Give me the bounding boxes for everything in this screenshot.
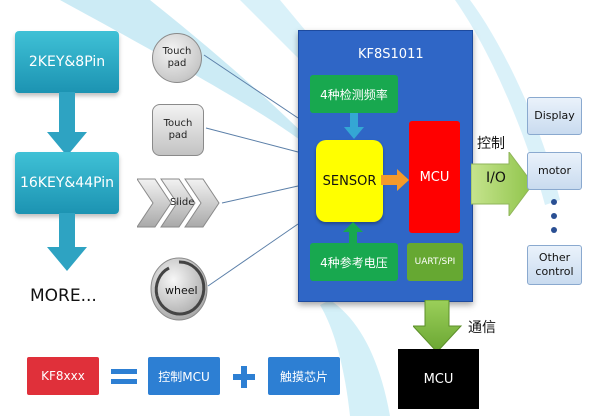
touch-pad-round: Touch pad — [152, 33, 202, 83]
other-control-box: Other control — [527, 245, 582, 285]
touch-pad-square: Touch pad — [152, 104, 204, 156]
box-2key-8pin: 2KEY&8Pin — [15, 31, 119, 93]
more-label: MORE... — [30, 286, 97, 306]
chip-title: KF8S1011 — [358, 47, 424, 62]
sensor-to-mcu-arrow — [381, 169, 409, 191]
other-control-line1: Other — [538, 250, 571, 264]
ellipsis-dot-1 — [551, 199, 557, 205]
mcu-core-box: MCU — [409, 121, 460, 233]
wheel-label: wheel — [165, 284, 198, 297]
control-label: 控制 — [477, 136, 505, 152]
kf8xxx-box: KF8xxx — [27, 357, 99, 395]
sensor-box: SENSOR — [316, 140, 383, 222]
slide-label: Slide — [170, 197, 195, 208]
plus-sign — [233, 366, 255, 388]
reference-voltage-box: 4种参考电压 — [310, 243, 398, 281]
external-mcu-box: MCU — [398, 349, 479, 409]
touch-pad-2-line1: Touch — [163, 117, 193, 129]
io-label: I/O — [486, 170, 506, 186]
detect-frequency-box: 4种检测频率 — [310, 75, 398, 113]
other-control-line2: control — [535, 265, 574, 278]
comm-label: 通信 — [468, 320, 496, 336]
io-arrow — [471, 152, 534, 216]
down-arrow-2 — [47, 213, 87, 271]
motor-box: motor — [527, 152, 582, 190]
box-16key-44pin: 16KEY&44Pin — [15, 152, 119, 214]
wheel-icon — [150, 257, 208, 321]
slide-chevrons — [137, 178, 220, 228]
display-box: Display — [527, 97, 582, 135]
control-mcu-box: 控制MCU — [148, 357, 220, 395]
ellipsis-dot-2 — [551, 213, 557, 219]
touch-pad-1-line1: Touch — [162, 45, 192, 57]
vref-to-sensor-arrow — [343, 222, 363, 244]
equals-sign — [111, 369, 137, 384]
uart-spi-box: UART/SPI — [407, 243, 463, 281]
comm-arrow — [413, 300, 463, 353]
touch-pad-1-line2: pad — [167, 58, 187, 69]
touch-pad-2-line2: pad — [168, 130, 188, 141]
freq-to-sensor-arrow — [344, 113, 364, 139]
ellipsis-dot-3 — [551, 227, 557, 233]
touch-chip-box: 触摸芯片 — [268, 357, 340, 395]
down-arrow-1 — [47, 92, 87, 156]
